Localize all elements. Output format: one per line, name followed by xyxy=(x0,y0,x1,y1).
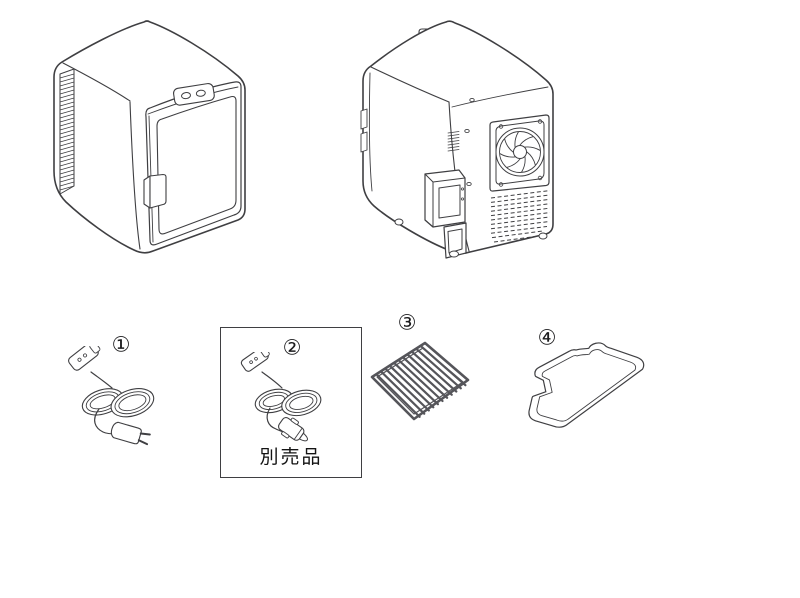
cooling-fan xyxy=(489,114,550,192)
cord-connector xyxy=(240,352,270,372)
ac-power-cord-illustration xyxy=(68,346,155,446)
door-outline xyxy=(145,81,242,246)
coiled-cable xyxy=(81,388,155,418)
rear-vent-louvers xyxy=(490,190,551,243)
part-2-badge: ② xyxy=(282,335,302,360)
drip-tray-illustration xyxy=(528,342,645,428)
power-inlet xyxy=(424,169,466,228)
gasket-outline xyxy=(528,342,645,428)
ac-plug xyxy=(110,421,151,446)
cord-connector xyxy=(68,346,101,371)
fridge-rear-illustration xyxy=(360,20,554,259)
wire-rack-illustration xyxy=(370,341,470,421)
control-panel xyxy=(172,82,215,106)
door-panel xyxy=(156,95,237,235)
cigarette-lighter-plug xyxy=(277,417,309,442)
door-handle xyxy=(143,173,167,209)
coiled-cable xyxy=(254,388,322,417)
side-vent-grille xyxy=(59,68,75,195)
dc-car-cord-illustration xyxy=(240,352,322,442)
socket-frame xyxy=(443,222,467,259)
fridge-front-illustration xyxy=(53,20,246,254)
part-4-badge: ④ xyxy=(537,325,557,350)
part-1-badge: ① xyxy=(111,332,131,357)
part-3-badge: ③ xyxy=(397,310,417,335)
sold-separately-label: 別売品 xyxy=(259,446,323,468)
